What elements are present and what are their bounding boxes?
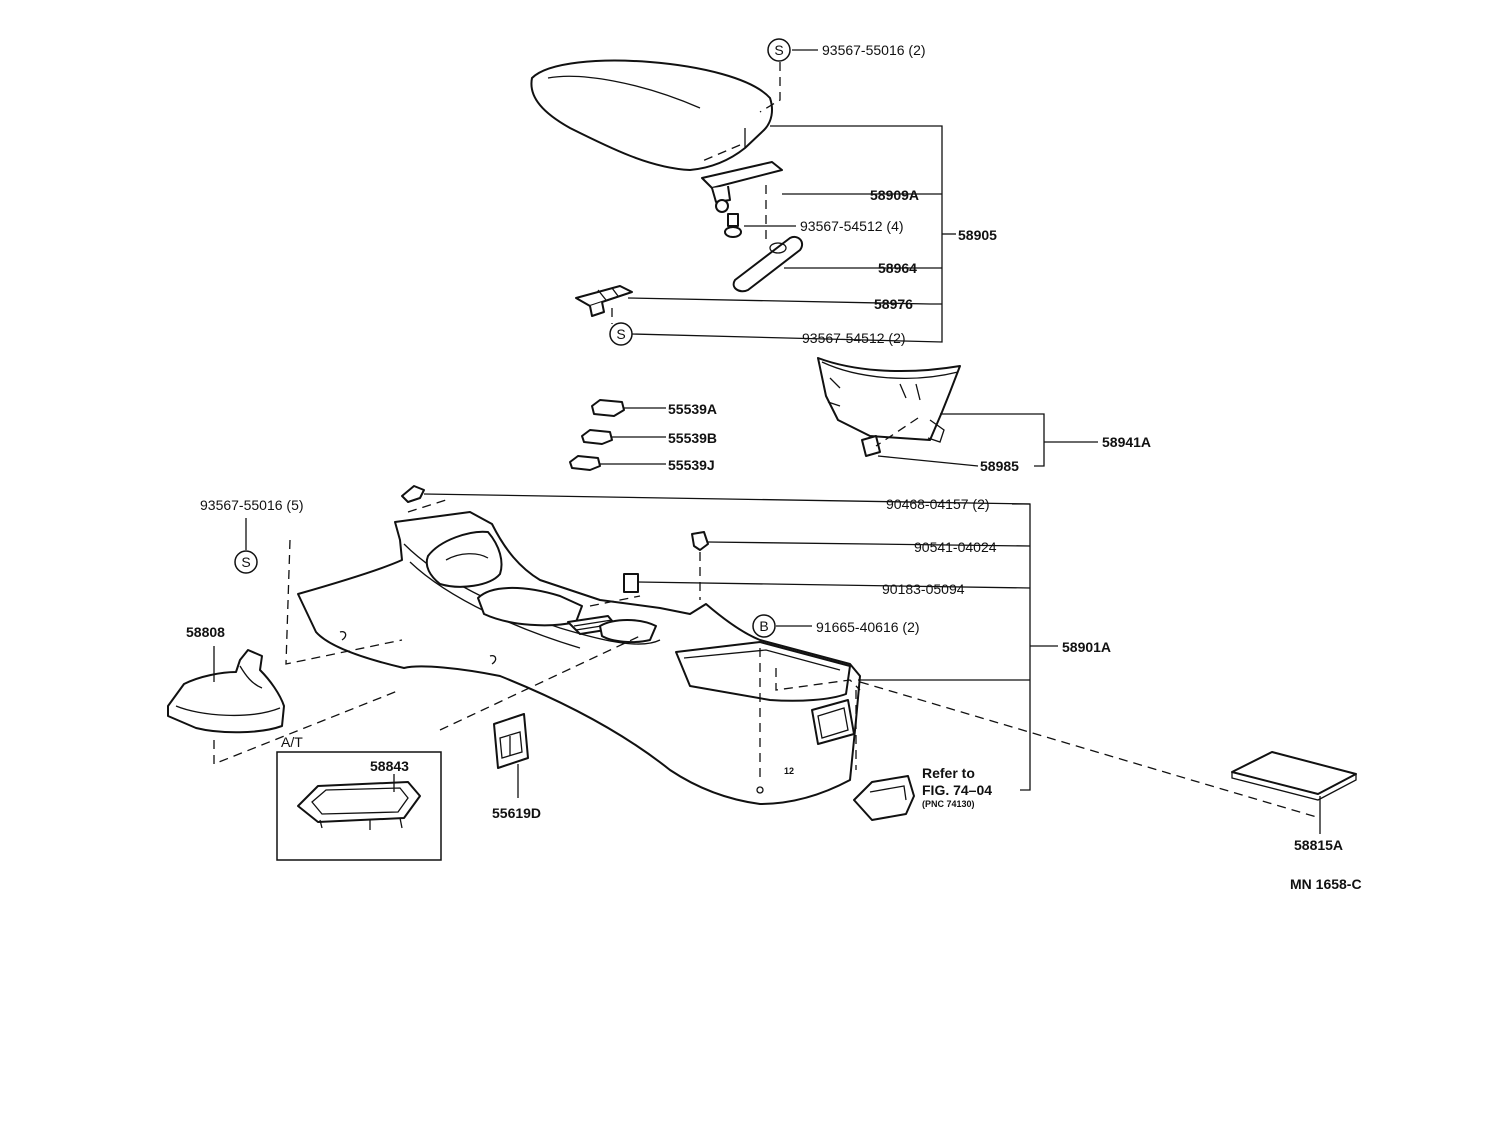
callout-box-58941a: 58941A [1102,434,1151,450]
b-symbol-bolt: B [752,614,776,638]
s-symbol-left: S [234,550,258,574]
callout-bolt-91665: 91665-40616 (2) [816,619,920,635]
shift-boot-58808 [167,649,285,734]
callout-armrest-58905: 58905 [958,227,997,243]
s-symbol-top: S [767,38,791,62]
callout-grommet-90541: 90541-04024 [914,539,997,555]
s-symbol-lower: S [609,322,633,346]
callout-clip-90468: 90468-04157 (2) [886,496,990,512]
callout-cap-55539a: 55539A [668,401,717,417]
callout-hinge-58964: 58964 [878,260,917,276]
svg-text:S: S [241,554,250,570]
cap-55539b [581,429,613,445]
cap-55539a [591,399,625,417]
clip-90468 [401,485,425,503]
ashtray-ref-74-04 [853,775,915,821]
callout-nut-90183: 90183-05094 [882,581,965,597]
bracket-55619d [493,713,529,769]
callout-boot-58808: 58808 [186,624,225,640]
grommet-90541 [691,531,709,551]
callout-cap-55539b: 55539B [668,430,717,446]
callout-screw-top: 93567-55016 (2) [822,42,926,58]
mat-58815a [1231,751,1357,801]
armrest-bracket-58909a [701,161,783,213]
bracket-58976 [575,285,633,317]
console-body-58901a: 12 [297,511,861,805]
svg-text:B: B [759,618,768,634]
storage-box-58941a [817,357,961,457]
callout-refer-line1: Refer to [922,765,975,781]
svg-text:12: 12 [784,766,794,776]
hinge-58964 [732,236,804,293]
at-box [276,751,442,861]
callout-bezel-58843: 58843 [370,758,409,774]
callout-screw-left: 93567-55016 (5) [200,497,304,513]
callout-refer-line3: (PNC 74130) [922,799,975,809]
screw-small [724,213,742,238]
callout-mat-58815a: 58815A [1294,837,1343,853]
at-bezel-58843 [297,781,421,830]
callout-clip-58985: 58985 [980,458,1019,474]
svg-text:S: S [616,326,625,342]
armrest-lid [530,59,773,171]
nut-90183 [623,573,639,593]
callout-cap-55539j: 55539J [668,457,715,473]
figure-id: MN 1658-C [1290,876,1362,892]
callout-bracket-55619d: 55619D [492,805,541,821]
callout-screw-lower: 93567-54512 (2) [802,330,906,346]
cap-55539j [569,455,601,471]
callout-refer-line2: FIG. 74–04 [922,782,992,798]
callout-console-58901a: 58901A [1062,639,1111,655]
callout-bracket-58976: 58976 [874,296,913,312]
callout-at: A/T [281,734,303,750]
svg-text:S: S [774,42,783,58]
callout-bracket-58909a: 58909A [870,187,919,203]
callout-screw-mid: 93567-54512 (4) [800,218,904,234]
